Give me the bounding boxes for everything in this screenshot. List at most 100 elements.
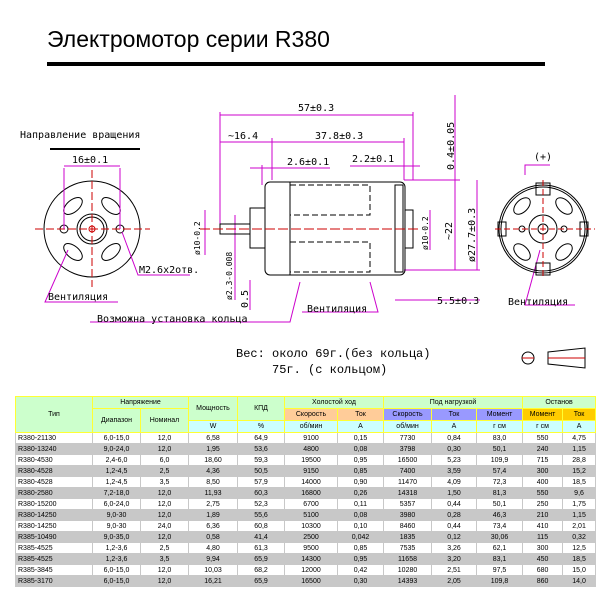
table-cell: 0,84 xyxy=(431,432,478,444)
table-cell: 9,0-35,0 xyxy=(92,531,141,543)
unit-rpm: об/мин xyxy=(383,420,433,433)
table-cell: 7730 xyxy=(383,432,433,444)
table-cell: 11658 xyxy=(383,553,433,565)
header-load-speed: Скорость xyxy=(383,408,433,421)
table-cell: 6,0-15,0 xyxy=(92,575,141,587)
table-cell: 7535 xyxy=(383,542,433,554)
table-cell: 240 xyxy=(522,443,564,455)
dim-2-2: 2.2±0.1 xyxy=(352,154,394,165)
table-cell: R380-4528 xyxy=(15,476,93,488)
dim-shaft: ø2.3-0.008 xyxy=(225,252,234,300)
table-cell: 0,85 xyxy=(336,542,385,554)
table-cell: 50,1 xyxy=(476,498,524,510)
table-cell: 11470 xyxy=(383,476,433,488)
table-cell: 2,4-6,0 xyxy=(92,454,141,466)
header-efficiency: КПД xyxy=(237,396,285,421)
table-cell: 0,26 xyxy=(336,487,385,499)
table-cell: R385-4525 xyxy=(15,542,93,554)
table-cell: 15,2 xyxy=(562,465,597,477)
ring-label: Возможна установка кольца xyxy=(97,314,248,325)
table-cell: 64,9 xyxy=(237,432,285,444)
table-cell: 16500 xyxy=(284,575,338,587)
table-cell: 9,0-30 xyxy=(92,509,141,521)
table-cell: 5357 xyxy=(383,498,433,510)
table-cell: 6,0-24,0 xyxy=(92,498,141,510)
header-voltage: Напряжение xyxy=(92,396,189,409)
table-cell: R385-4525 xyxy=(15,553,93,565)
table-cell: 50,1 xyxy=(476,443,524,455)
table-cell: R385-3170 xyxy=(15,575,93,587)
table-cell: 81,3 xyxy=(476,487,524,499)
table-cell: 1,2-4,5 xyxy=(92,465,141,477)
table-cell: 24,0 xyxy=(140,520,189,532)
table-cell: 62,1 xyxy=(476,542,524,554)
header-nominal: Номинал xyxy=(140,408,189,433)
table-cell: 4,09 xyxy=(431,476,478,488)
table-cell: 14393 xyxy=(383,575,433,587)
table-cell: 0,95 xyxy=(336,553,385,565)
plus-terminal-label: (+) xyxy=(534,152,552,163)
header-noload-current: Ток xyxy=(336,408,385,421)
unit-gcm: г см xyxy=(522,420,564,433)
table-cell: 12,0 xyxy=(140,575,189,587)
unit-w: W xyxy=(188,420,238,433)
header-type: Тип xyxy=(15,396,93,433)
table-cell: 0,30 xyxy=(431,443,478,455)
table-cell: 9,94 xyxy=(188,553,238,565)
table-cell: 16800 xyxy=(284,487,338,499)
table-cell: 57,9 xyxy=(237,476,285,488)
table-cell: R385-3845 xyxy=(15,564,93,576)
table-cell: 16,21 xyxy=(188,575,238,587)
table-cell: 83,1 xyxy=(476,553,524,565)
table-cell: 9500 xyxy=(284,542,338,554)
table-cell: 1,89 xyxy=(188,509,238,521)
dim-22: ~22 xyxy=(444,222,455,240)
header-power: Мощность xyxy=(188,396,238,421)
table-cell: 57,4 xyxy=(476,465,524,477)
table-cell: 680 xyxy=(522,564,564,576)
table-cell: 6,0 xyxy=(140,454,189,466)
title-rule xyxy=(47,62,545,66)
table-cell: 30,06 xyxy=(476,531,524,543)
table-cell: 715 xyxy=(522,454,564,466)
table-cell: 2,5 xyxy=(140,465,189,477)
table-cell: 16500 xyxy=(383,454,433,466)
dim-5-5: 5.5±0.3 xyxy=(437,296,479,307)
table-cell: 300 xyxy=(522,542,564,554)
dim-0-4: 0.4±0.05 xyxy=(446,122,457,170)
table-cell: 12,0 xyxy=(140,432,189,444)
table-cell: 2,05 xyxy=(431,575,478,587)
table-cell: 0,32 xyxy=(562,531,597,543)
table-cell: 14318 xyxy=(383,487,433,499)
table-cell: 14300 xyxy=(284,553,338,565)
table-cell: 1,15 xyxy=(562,509,597,521)
table-cell: 3798 xyxy=(383,443,433,455)
table-cell: 0,12 xyxy=(431,531,478,543)
unit-pct: % xyxy=(237,420,285,433)
table-cell: 12,0 xyxy=(140,443,189,455)
table-cell: 7,2-18,0 xyxy=(92,487,141,499)
table-cell: 12,0 xyxy=(140,564,189,576)
table-cell: 0,42 xyxy=(336,564,385,576)
table-cell: 18,5 xyxy=(562,476,597,488)
table-cell: 2,51 xyxy=(431,564,478,576)
header-stall-torque: Момент xyxy=(522,408,564,421)
table-cell: 55,6 xyxy=(237,509,285,521)
dim-2-6: 2.6±0.1 xyxy=(287,157,329,168)
table-cell: 0,15 xyxy=(336,432,385,444)
table-cell: 1,95 xyxy=(188,443,238,455)
table-cell: 4,36 xyxy=(188,465,238,477)
unit-a: A xyxy=(431,420,478,433)
table-cell: 4,80 xyxy=(188,542,238,554)
dim-57: 57±0.3 xyxy=(298,103,334,114)
table-cell: 1,50 xyxy=(431,487,478,499)
table-cell: 3,5 xyxy=(140,476,189,488)
table-cell: 0,95 xyxy=(336,454,385,466)
unit-gcm: г см xyxy=(476,420,524,433)
